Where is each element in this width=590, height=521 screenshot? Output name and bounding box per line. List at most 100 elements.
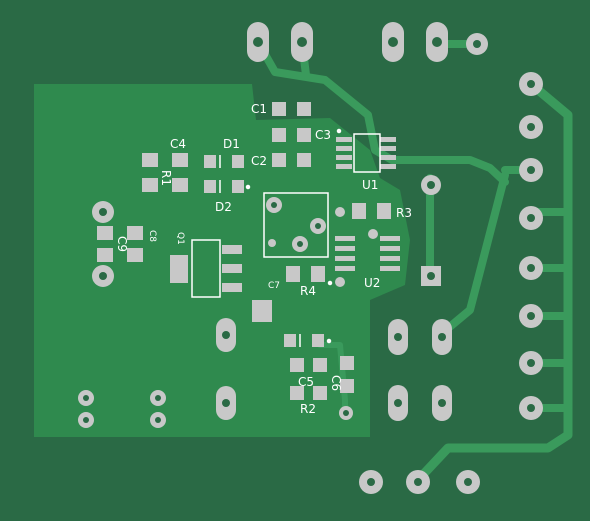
u1-pin-5: [380, 137, 396, 142]
label-c6: C6: [329, 375, 343, 391]
smd-pads: [97, 102, 400, 400]
u2-pin-1: [335, 236, 355, 241]
drill-bottom-2: [414, 478, 422, 486]
u1-pin-7: [380, 155, 396, 160]
u1-pin-1: [336, 137, 352, 142]
u1-pin-6: [380, 146, 396, 151]
drill-left-4: [83, 417, 89, 423]
r4-pad-2: [311, 266, 325, 282]
drill-left-2: [99, 272, 107, 280]
label-c1: C1: [251, 102, 267, 116]
r4-pad-1: [286, 266, 300, 282]
drill-top-4: [432, 37, 442, 47]
r1-pad-2: [172, 178, 188, 192]
through-hole-pads: [78, 22, 543, 494]
drill-center-2: [222, 399, 230, 407]
component-labels: C1 C3 C2 C4 D1 D2 U1 R3 U2 R4 C7 C5 R2 C…: [115, 102, 412, 416]
label-d1: D1: [223, 137, 240, 151]
c1-pad-1: [272, 102, 286, 116]
u1-pin-8: [380, 164, 396, 169]
drill-bottom-1: [367, 478, 375, 486]
u1-pin-2: [336, 146, 352, 151]
trace-top-left: [254, 38, 509, 186]
q1-pin-1: [222, 245, 242, 254]
c3-pad-1: [272, 128, 286, 142]
c1-pad-2: [297, 102, 311, 116]
drill-via-1: [427, 181, 435, 189]
d3-dot: [326, 338, 332, 344]
u2-pin-2: [335, 246, 355, 251]
drill-pot-3: [297, 241, 303, 247]
via-5: [335, 207, 345, 217]
c6-pad-1: [340, 356, 354, 370]
c9-pad-1: [97, 226, 113, 240]
drill-right-4: [527, 214, 535, 222]
drill-top-2: [297, 37, 307, 47]
label-u2: U2: [364, 276, 380, 290]
drill-right-2: [527, 123, 535, 131]
drill-mid-3: [394, 399, 402, 407]
drill-top-5: [473, 40, 481, 48]
drill-mid-2: [438, 333, 446, 341]
c4-pad-1: [142, 153, 158, 167]
copper-pour: [34, 84, 410, 437]
c2-pad-2: [297, 153, 311, 167]
d2-pad-2: [232, 180, 244, 193]
u2-pin-7: [380, 256, 400, 261]
drill-center-1: [222, 331, 230, 339]
label-c9: C9: [115, 236, 129, 252]
r2-pad-1: [290, 386, 304, 400]
pot-outline: [263, 192, 329, 258]
drill-mid-1: [394, 333, 402, 341]
drill-left-3: [83, 395, 89, 401]
drill-right-7: [527, 359, 535, 367]
via-4: [268, 239, 276, 247]
u2-pin-8: [380, 266, 400, 271]
drill-mid-4: [438, 399, 446, 407]
q1-tab: [170, 255, 188, 283]
c3-pad-2: [297, 128, 311, 142]
c2-pad-1: [272, 153, 286, 167]
label-r3: R3: [396, 206, 412, 220]
via-6: [335, 277, 345, 287]
c6-pad-2: [340, 379, 354, 393]
via-3: [368, 229, 378, 239]
c7-pad: [252, 300, 272, 322]
r3-pad-2: [377, 203, 391, 219]
drill-bottom-3: [464, 478, 472, 486]
c8-pad-2: [127, 248, 143, 262]
drill-right-1: [527, 80, 535, 88]
drill-right-8: [527, 404, 535, 412]
label-c4: C4: [170, 137, 186, 151]
c5-pad-1: [290, 358, 304, 372]
c9-pad-2: [97, 248, 113, 262]
label-c7: C7: [268, 281, 280, 291]
r1-pad-1: [142, 178, 158, 192]
u2-pin-6: [380, 246, 400, 251]
u2-pin-3: [335, 256, 355, 261]
d1-pad-2: [232, 155, 244, 168]
label-r1: R1: [159, 170, 173, 186]
silkscreen: [191, 128, 381, 347]
drill-left-5: [155, 395, 161, 401]
q1-pin-3: [222, 283, 242, 292]
trace-c-bottom: [317, 342, 348, 413]
label-q1: Q1: [175, 232, 185, 245]
drill-top-3: [388, 37, 398, 47]
trace-mid-right: [501, 166, 572, 412]
drill-right-3: [527, 166, 535, 174]
u1-dot: [336, 128, 342, 134]
u1-pin-4: [336, 164, 352, 169]
drill-right-6: [527, 312, 535, 320]
drill-left-1: [99, 208, 107, 216]
diode3-pad-2: [312, 334, 324, 347]
traces: [254, 38, 573, 485]
d2-pad-1: [204, 180, 216, 193]
drill-pot-1: [271, 202, 277, 208]
drill-square-u2: [427, 272, 435, 280]
d1-pad-1: [204, 155, 216, 168]
drill-right-5: [527, 264, 535, 272]
label-c3: C3: [315, 128, 331, 142]
label-c2: C2: [251, 154, 267, 168]
drill-pot-2: [315, 223, 321, 229]
